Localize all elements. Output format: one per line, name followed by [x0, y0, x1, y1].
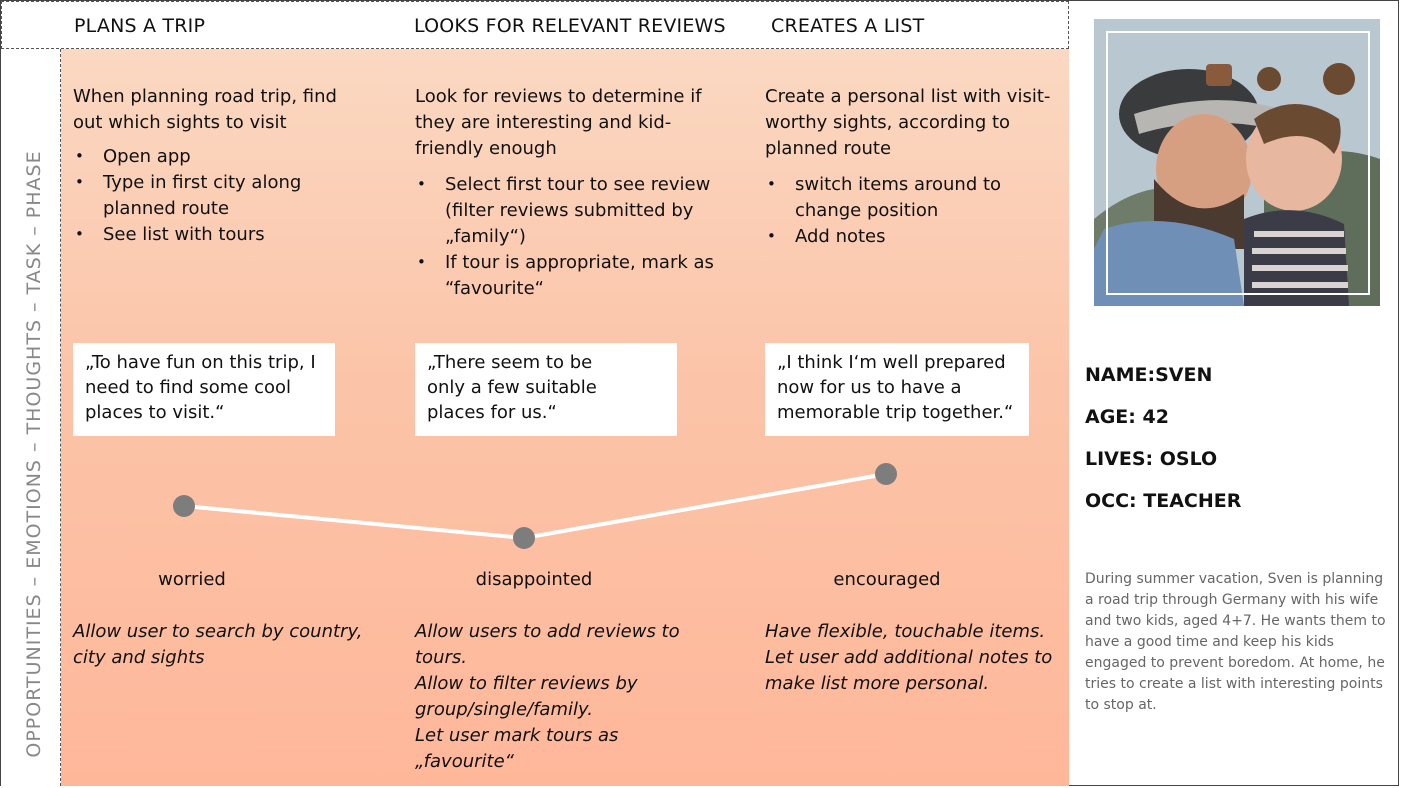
list-item: If tour is appropriate, mark as “favouri… — [415, 249, 715, 302]
opportunity-column-1: Allow user to search by country, city an… — [73, 619, 363, 671]
persona-photo-illustration — [1094, 19, 1380, 306]
task-text: Look for reviews to determine if they ar… — [415, 86, 702, 159]
opportunity-text: Allow user to search by country, city an… — [73, 621, 363, 668]
phase-header: PLANS A TRIP LOOKS FOR RELEVANT REVIEWS … — [1, 1, 1069, 49]
task-text: When planning road trip, find out which … — [73, 86, 337, 133]
persona-name: NAME:SVEN — [1085, 364, 1213, 386]
emotion-point-3 — [875, 463, 897, 485]
opportunity-text: Let user mark tours as „favourite“ — [415, 725, 619, 772]
phase-plans-a-trip: PLANS A TRIP — [74, 15, 206, 37]
thought-quote-1: „To have fun on this trip, I need to fin… — [73, 343, 335, 436]
phase-looks-for-reviews: LOOKS FOR RELEVANT REVIEWS — [414, 15, 726, 37]
opportunity-text: Allow to filter reviews by group/single/… — [415, 673, 638, 720]
opportunity-text: Have flexible, touchable items. — [765, 621, 1046, 642]
row-labels-sidebar: OPPORTUNITIES – EMOTIONS – THOUGHTS – TA… — [1, 49, 61, 786]
list-item: switch items around to change position — [765, 171, 1055, 224]
persona-occupation: OCC: TEACHER — [1085, 490, 1242, 512]
persona-description: During summer vacation, Sven is planning… — [1085, 571, 1386, 713]
photo-frame-border — [1106, 31, 1370, 295]
persona-age: AGE: 42 — [1085, 406, 1169, 428]
task-column-3: Create a personal list with visit-worthy… — [765, 84, 1055, 250]
thought-quote-3: „I think I‘m well prepared now for us to… — [765, 343, 1029, 436]
task-column-1: When planning road trip, find out which … — [73, 84, 363, 248]
opportunity-text: Let user add additional notes to make li… — [765, 647, 1053, 694]
persona-lives: LIVES: OSLO — [1085, 448, 1218, 470]
list-item: Open app — [73, 143, 363, 170]
list-item: Select first tour to see review (filter … — [415, 171, 715, 250]
thought-quote-2: „There seem to be only a few suitable pl… — [415, 343, 677, 436]
emotion-point-1 — [173, 495, 195, 517]
list-item: Type in first city along planned route — [73, 169, 363, 222]
task-bullets: Open app Type in first city along planne… — [73, 143, 363, 248]
opportunity-column-3: Have flexible, touchable items. Let user… — [765, 619, 1060, 697]
persona-photo — [1094, 19, 1380, 306]
emotion-label-3: encouraged — [833, 569, 941, 590]
task-text: Create a personal list with visit-worthy… — [765, 86, 1051, 159]
task-bullets: switch items around to change position A… — [765, 171, 1055, 250]
phase-creates-a-list: CREATES A LIST — [771, 15, 925, 37]
emotion-label-2: disappointed — [475, 569, 593, 590]
list-item: See list with tours — [73, 221, 363, 248]
emotion-label-1: worried — [158, 569, 226, 590]
emotion-point-2 — [513, 527, 535, 549]
opportunity-text: Allow users to add reviews to tours. — [415, 621, 680, 668]
task-bullets: Select first tour to see review (filter … — [415, 171, 715, 302]
task-column-2: Look for reviews to determine if they ar… — [415, 84, 715, 302]
list-item: Add notes — [765, 223, 1055, 250]
emotion-line — [183, 472, 887, 541]
opportunity-column-2: Allow users to add reviews to tours. All… — [415, 619, 715, 775]
